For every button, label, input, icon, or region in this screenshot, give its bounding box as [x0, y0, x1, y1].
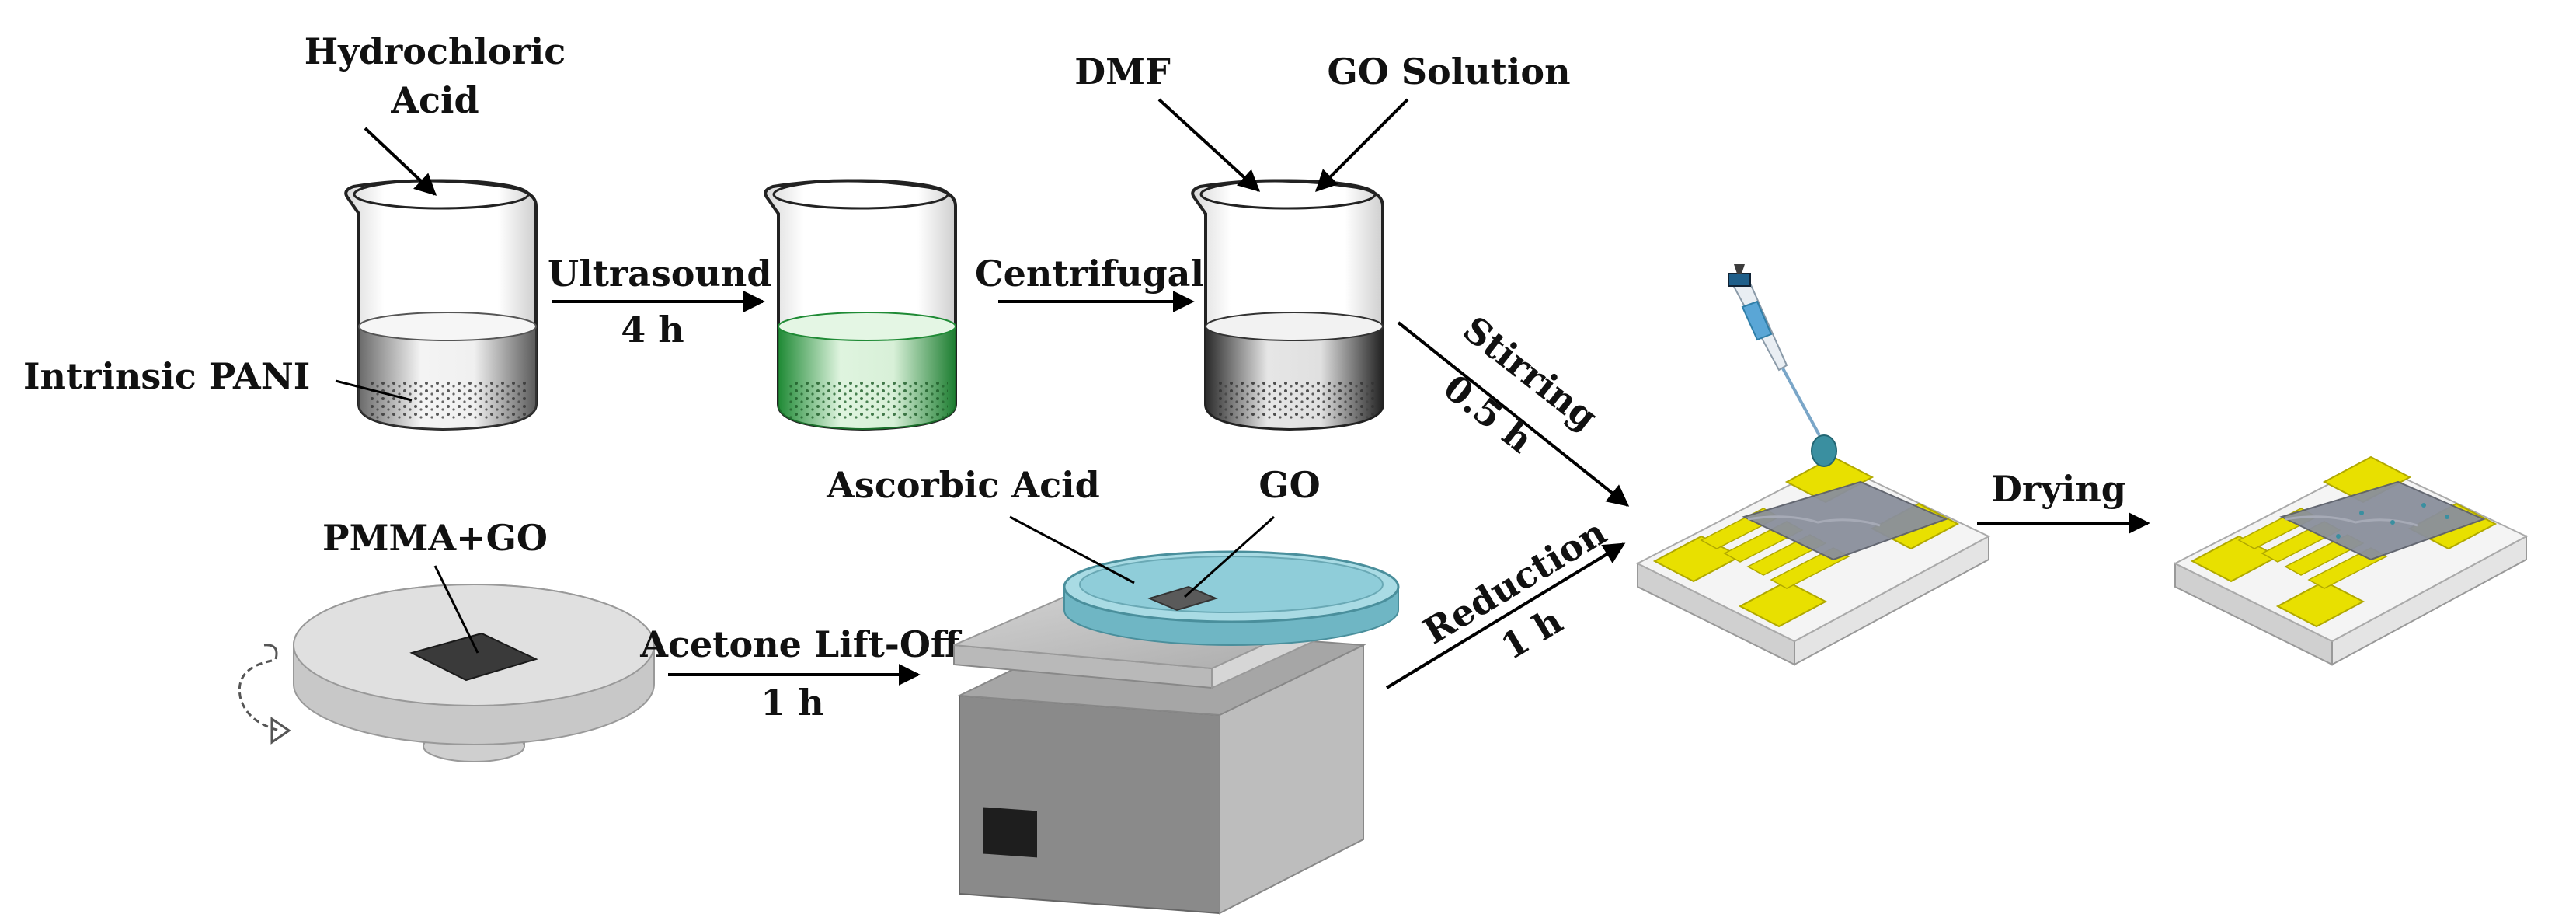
spin-coater: [293, 584, 655, 762]
arrow-stirring: [1397, 321, 1630, 507]
label-centrifugal: Centrifugal: [975, 253, 1204, 295]
label-hydrochloric-line1: Hydrochloric: [305, 30, 566, 72]
label-go-solution: GO Solution: [1327, 51, 1570, 92]
arrow-hydrochloric: [364, 127, 437, 196]
sensor-device-dried: [2173, 455, 2529, 666]
label-ultrasound: Ultrasound: [548, 253, 772, 295]
label-acetone-time: 1 h: [761, 682, 823, 724]
arrow-reduction: [1385, 542, 1626, 689]
label-dmf: DMF: [1074, 51, 1171, 92]
hot-plate: [953, 585, 1366, 915]
pointer-ascorbic-acid: [1009, 515, 1135, 584]
label-pmma-go: PMMA+GO: [322, 517, 548, 559]
label-drying: Drying: [1991, 468, 2126, 510]
arrow-go-solution: [1315, 98, 1409, 192]
petri-dish-ascorbic-acid: [1063, 550, 1400, 646]
pipette-icon: [1728, 264, 1821, 436]
rotation-arrow-icon: [238, 644, 291, 745]
arrow-dmf: [1157, 98, 1261, 192]
sensor-device-drop-casting: [1635, 434, 1991, 666]
label-hydrochloric-line2: Acid: [390, 79, 479, 121]
pointer-pmma-go: [433, 565, 479, 654]
beaker-green-solution: [764, 179, 957, 431]
droplet-icon: [1811, 434, 1837, 467]
pointer-intrinsic-pani: [335, 379, 413, 402]
label-ultrasound-time: 4 h: [621, 309, 684, 351]
beaker-hydrochloric-acid: [344, 179, 538, 431]
label-intrinsic-pani: Intrinsic PANI: [23, 355, 310, 397]
pointer-go: [1183, 515, 1276, 598]
label-acetone-liftoff: Acetone Lift-Off: [639, 623, 963, 665]
label-ascorbic-acid: Ascorbic Acid: [826, 464, 1100, 506]
hot-plate-display: [983, 807, 1037, 858]
label-go: GO: [1258, 464, 1320, 506]
beaker-dmf-go-solution: [1191, 179, 1384, 431]
